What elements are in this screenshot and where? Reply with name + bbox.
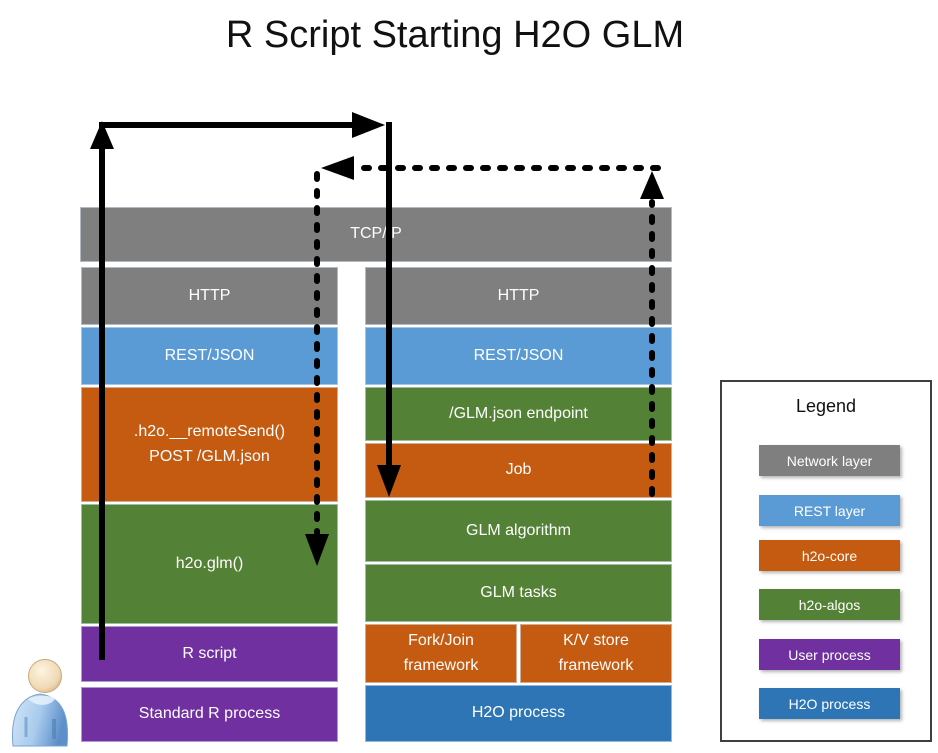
legend-item-rest-layer: REST layer (759, 495, 900, 526)
block-h2o-process-label: H2O process (471, 704, 566, 722)
legend-item-h2o-process-label: H2O process (788, 695, 871, 712)
block-right-http-label: HTTP (497, 286, 540, 304)
legend-item-h2o-algos: h2o-algos (759, 589, 900, 620)
block-glm-tasks: GLM tasks (365, 564, 672, 622)
block-left-http: HTTP (81, 267, 338, 325)
block-left-http-label: HTTP (188, 286, 231, 304)
block-right-rest-json: REST/JSON (365, 327, 672, 385)
block-h2o-glm: h2o.glm() (81, 504, 338, 624)
block-fork-join-line2: framework (403, 656, 479, 674)
block-remotesend: .h2o.__remoteSend() POST /GLM.json (81, 387, 338, 502)
page-title: R Script Starting H2O GLM (225, 14, 685, 56)
legend-title: Legend (795, 396, 857, 416)
block-fork-join-framework: Fork/Join framework (365, 624, 517, 683)
block-glm-algorithm: GLM algorithm (365, 500, 672, 562)
block-kv-store-line2: framework (558, 656, 634, 674)
legend-item-network-layer: Network layer (759, 445, 900, 476)
block-job: Job (365, 443, 672, 498)
block-glm-algorithm-label: GLM algorithm (466, 521, 571, 539)
block-tcp-ip-label: TCP/IP (350, 225, 402, 243)
block-remotesend-line2: POST /GLM.json (149, 447, 270, 465)
block-fork-join-line1: Fork/Join (408, 631, 474, 649)
block-standard-r-process: Standard R process (81, 687, 338, 742)
block-tcp-ip: TCP/IP (80, 207, 672, 262)
block-left-rest-json-label: REST/JSON (164, 346, 255, 364)
block-glm-json-endpoint-label: /GLM.json endpoint (449, 404, 588, 422)
legend-item-h2o-core: h2o-core (759, 540, 900, 571)
legend-item-rest-layer-label: REST layer (793, 502, 866, 519)
block-h2o-process: H2O process (365, 685, 672, 742)
block-r-script: R script (81, 626, 338, 682)
legend-item-user-process: User process (759, 639, 900, 670)
legend-item-h2o-core-label: h2o-core (801, 547, 858, 564)
block-right-rest-json-label: REST/JSON (473, 346, 564, 364)
legend-item-network-layer-label: Network layer (786, 452, 873, 469)
block-r-script-label: R script (182, 644, 237, 662)
block-right-http: HTTP (365, 267, 672, 325)
legend-item-h2o-process: H2O process (759, 688, 900, 719)
block-glm-json-endpoint: /GLM.json endpoint (365, 387, 672, 441)
block-kv-store-framework: K/V store framework (520, 624, 672, 683)
block-h2o-glm-label: h2o.glm() (175, 554, 244, 572)
block-standard-r-process-label: Standard R process (138, 705, 281, 723)
block-remotesend-line1: .h2o.__remoteSend() (133, 422, 286, 440)
user-person-icon (11, 659, 69, 747)
block-kv-store-line1: K/V store (563, 631, 629, 649)
block-left-rest-json: REST/JSON (81, 327, 338, 385)
legend-box: Legend Network layer REST layer h2o-core… (720, 380, 932, 742)
block-glm-tasks-label: GLM tasks (480, 583, 557, 601)
block-job-label: Job (505, 461, 532, 479)
legend-item-h2o-algos-label: h2o-algos (798, 596, 861, 613)
legend-item-user-process-label: User process (788, 646, 871, 663)
